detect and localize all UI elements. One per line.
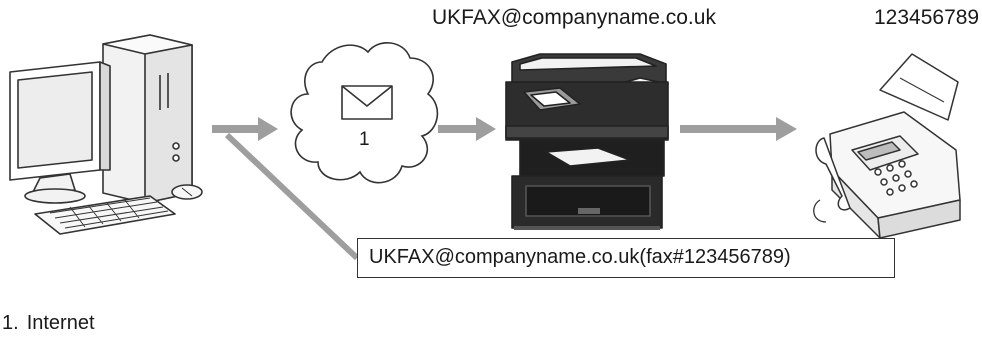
sent-address-box: UKFAX@companyname.co.uk(fax#123456789)	[357, 238, 895, 278]
desktop-computer-icon	[9, 34, 203, 235]
legend-text: Internet	[26, 312, 95, 334]
address-pointer-line	[224, 132, 360, 261]
arrow-machine-to-fax	[680, 125, 778, 133]
arrow-computer-to-cloud-head	[258, 117, 278, 141]
cloud-callout-number: 1	[359, 129, 370, 150]
legend-number: 1.	[2, 312, 19, 334]
sent-address-text: UKFAX@companyname.co.uk(fax#123456789)	[369, 246, 791, 268]
arrow-cloud-to-machine	[438, 125, 478, 133]
flow-arrows	[212, 117, 797, 141]
arrow-machine-to-fax-head	[776, 117, 797, 141]
arrow-cloud-to-machine-head	[476, 117, 496, 141]
multifunction-printer-icon	[505, 53, 669, 230]
legend: 1. Internet	[2, 312, 103, 335]
fax-machine-icon	[813, 53, 961, 239]
fax-number-label: 123456789	[874, 6, 980, 29]
envelope-icon	[341, 85, 393, 120]
recipient-email-label: UKFAX@companyname.co.uk	[432, 6, 716, 29]
arrow-computer-to-cloud	[212, 125, 260, 133]
